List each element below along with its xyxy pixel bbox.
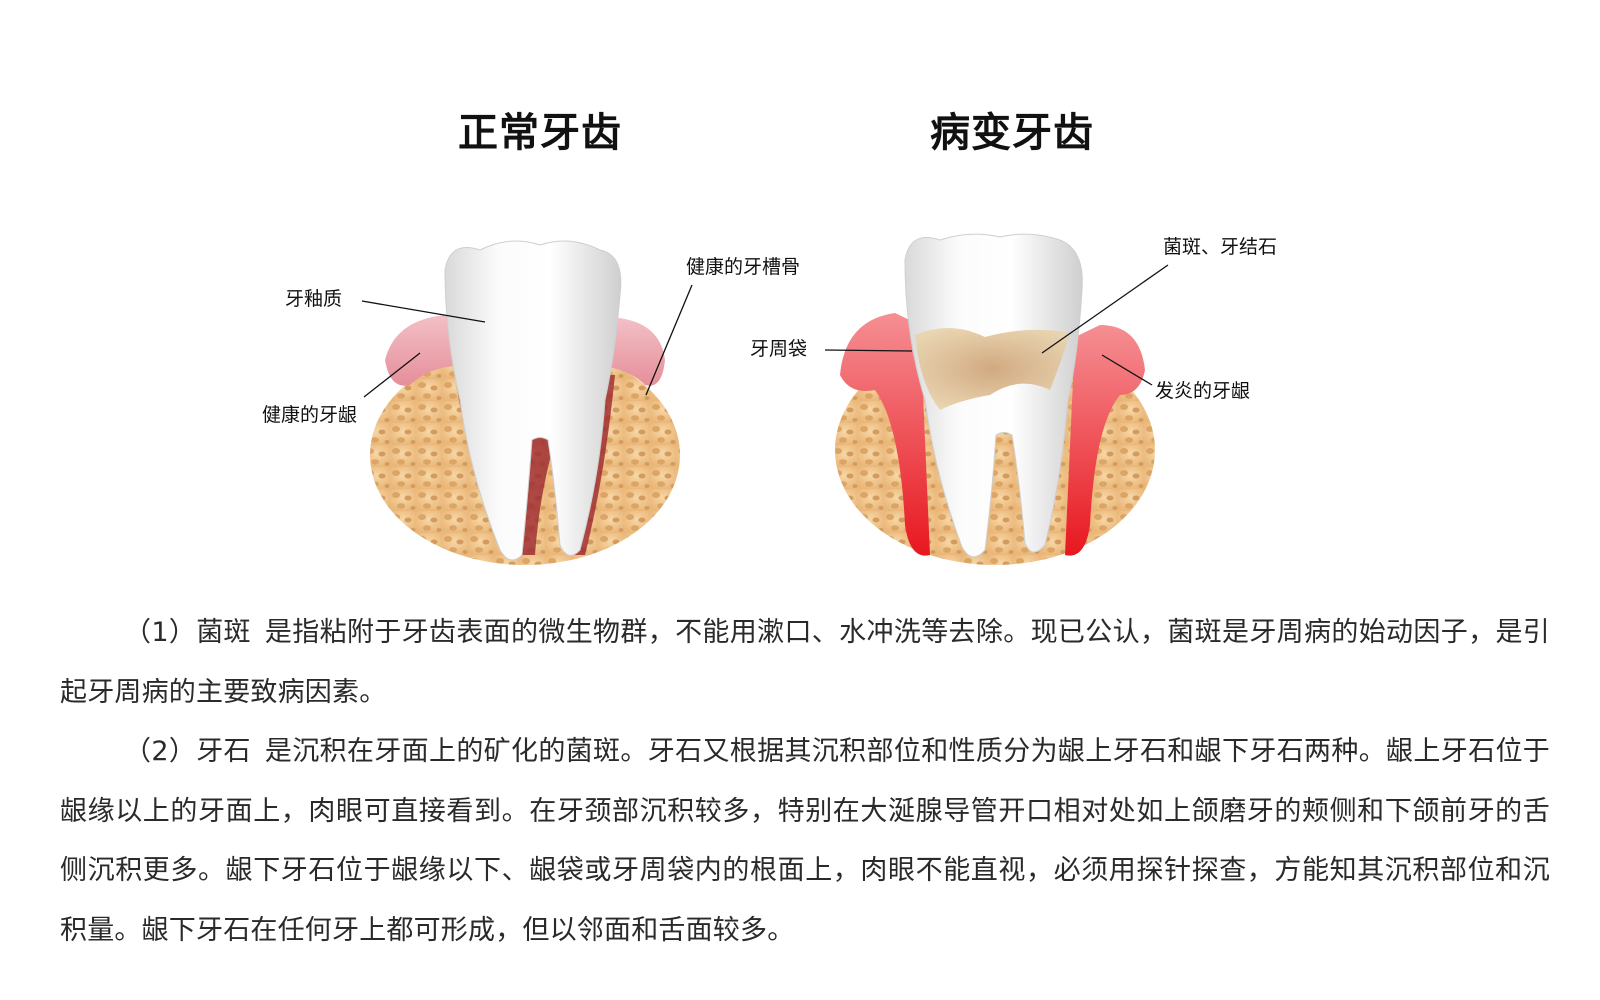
plaque-calculus-deposit [915,327,1070,410]
term-calculus: （2）牙石 [124,736,251,767]
paragraph-calculus: （2）牙石是沉积在牙面上的矿化的菌斑。牙石又根据其沉积部位和性质分为龈上牙石和龈… [60,722,1550,960]
healthy-gum-label: 健康的牙龈 [262,404,357,426]
term-plaque: （1）菌斑 [124,617,251,648]
diseased-inflamed-gum-left [840,313,930,556]
diseased-tooth-group [835,233,1155,565]
calculus-description: 是沉积在牙面上的矿化的菌斑。牙石又根据其沉积部位和性质分为龈上牙石和龈下牙石两种… [60,736,1550,946]
normal-tooth-title: 正常牙齿 [458,110,622,156]
enamel-label: 牙釉质 [285,288,342,310]
periodontal-pocket-label: 牙周袋 [750,338,807,360]
normal-tooth [444,240,622,561]
normal-tooth-group [370,240,680,565]
healthy-gum-leader [363,352,421,398]
inflamed-gum-leader [1101,354,1153,386]
diseased-tooth [904,233,1083,558]
paragraph-plaque: （1）菌斑是指粘附于牙齿表面的微生物群，不能用漱口、水冲洗等去除。现已公认，菌斑… [60,603,1550,722]
periodontal-pocket-leader [824,349,913,352]
enamel-leader [361,300,486,323]
diseased-inflamed-gum-right [1065,325,1145,556]
plaque-calculus-label: 菌斑、牙结石 [1163,236,1277,258]
tooth-comparison-illustration: 牙釉质 健康的牙龈 健康的牙槽骨 牙周袋 菌斑、牙结石 发炎的牙龈 [262,233,1277,565]
healthy-alveolar-bone-label: 健康的牙槽骨 [686,256,800,278]
plaque-calculus-leader [1041,264,1169,354]
plaque-description: 是指粘附于牙齿表面的微生物群，不能用漱口、水冲洗等去除。现已公认，菌斑是牙周病的… [60,617,1550,708]
alveolar-bone-leader [645,284,693,396]
explanation-text: （1）菌斑是指粘附于牙齿表面的微生物群，不能用漱口、水冲洗等去除。现已公认，菌斑… [60,603,1550,960]
diseased-tooth-title: 病变牙齿 [930,110,1094,156]
inflamed-gum-label: 发炎的牙龈 [1155,380,1250,402]
